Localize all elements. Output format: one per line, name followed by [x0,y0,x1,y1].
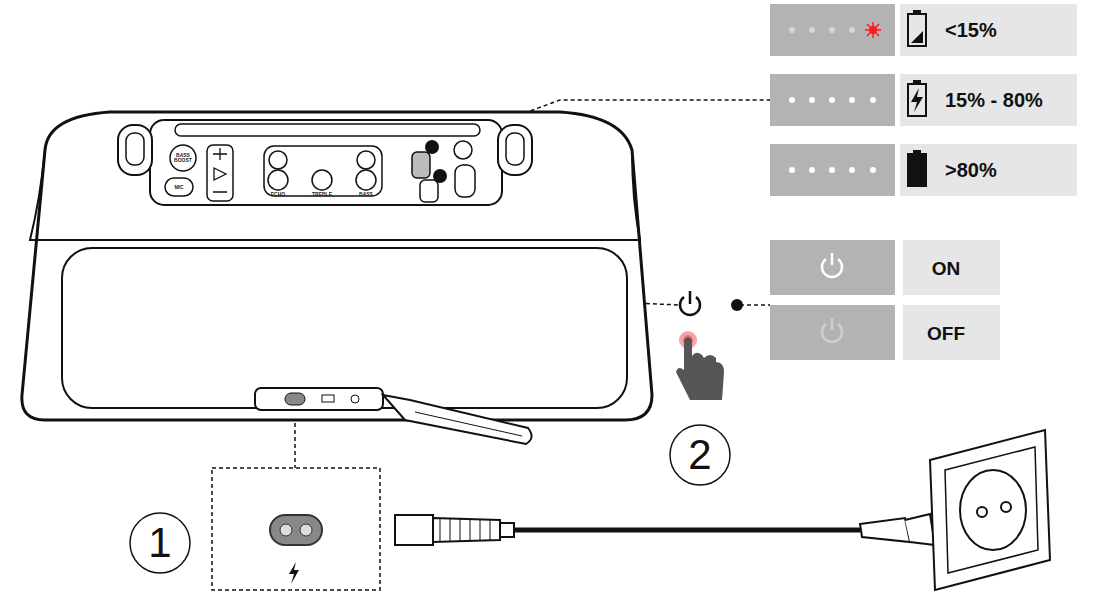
power-state-text: ON [932,259,961,278]
callout-number: 2 [688,434,711,476]
battery-level-text: 15% - 80% [945,90,1043,110]
knob-label: BASS [359,192,373,197]
knob-label: ECHO [271,192,285,197]
battery-table [770,4,1077,196]
button-label: BASS BOOST [174,153,192,164]
knob-label: TREBLE [312,192,332,197]
callout-number: 1 [148,522,171,564]
battery-level-text: <15% [945,20,997,40]
battery-level-text: >80% [945,160,997,180]
button-label: MIC [174,185,183,190]
power-table [770,240,1000,360]
speaker [22,112,652,444]
power-state-text: OFF [927,324,965,343]
